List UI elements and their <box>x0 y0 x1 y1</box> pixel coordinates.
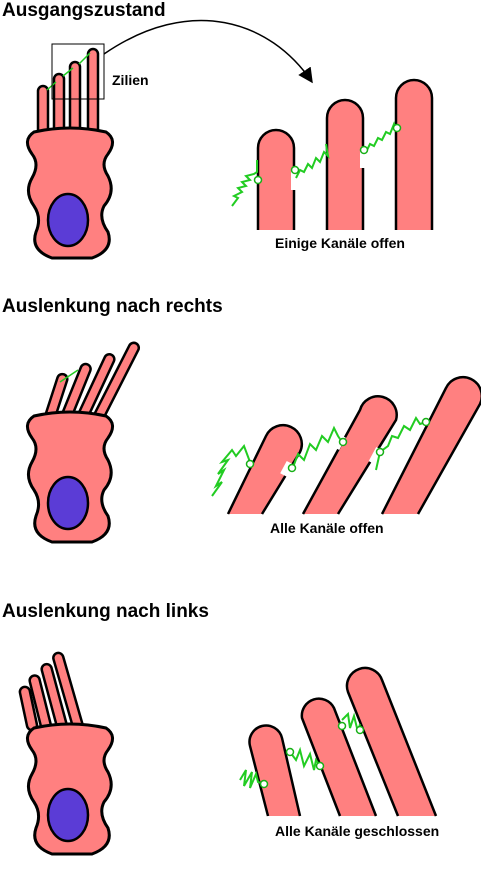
tip-link-spring-5 <box>291 425 343 471</box>
caption-left: Alle Kanäle geschlossen <box>275 823 440 839</box>
cell-right <box>26 341 141 544</box>
tip-link-spring-3 <box>365 121 397 153</box>
zoomed-cilia-initial <box>231 78 434 230</box>
tip-link-spring-6 <box>375 416 427 471</box>
nucleus-left <box>46 787 90 843</box>
cilia-bundle-initial <box>36 47 100 138</box>
tip-link-spring-1 <box>231 160 258 207</box>
nucleus-initial <box>46 192 90 248</box>
panel-title-initial: Ausgangszustand <box>2 0 166 21</box>
panel-title-right: Auslenkung nach rechts <box>2 296 223 317</box>
cell-initial <box>26 47 114 260</box>
panel-title-left: Auslenkung nach links <box>2 601 209 622</box>
zoomed-cilia-right <box>211 375 481 515</box>
caption-initial: Einige Kanäle offen <box>275 235 405 251</box>
tip-link-spring-2 <box>295 143 330 179</box>
tip-link-spring-8 <box>289 746 321 771</box>
tip-link-spring-4 <box>211 444 251 497</box>
zoomed-cilia-left <box>239 666 438 817</box>
cilia-bundle-right <box>44 341 141 422</box>
zoom-box <box>51 43 105 100</box>
cilia-bundle-left <box>18 651 84 732</box>
nucleus-right <box>46 475 90 531</box>
tip-link-spring-7 <box>239 769 265 789</box>
caption-right: Alle Kanäle offen <box>270 520 384 536</box>
cilia-label: Zilien <box>112 72 149 88</box>
zoom-arrow <box>103 19 313 84</box>
cell-left <box>18 651 114 856</box>
